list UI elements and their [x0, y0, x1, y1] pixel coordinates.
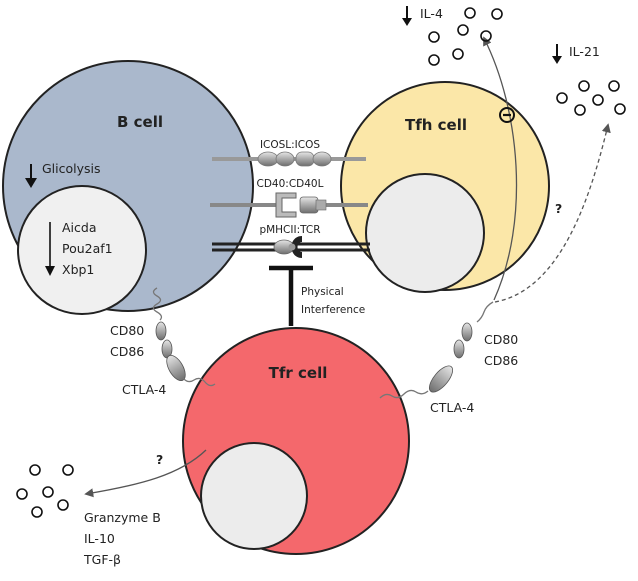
down-arrow-icon	[25, 164, 37, 188]
physical-interference-label: Interference	[301, 304, 365, 316]
inhibit-symbol-icon	[499, 107, 515, 123]
tfr-cell-title: Tfr cell	[269, 364, 328, 382]
il10-label: IL-10	[84, 531, 115, 546]
icosl-icos-receptor-icon	[212, 151, 366, 167]
il4-label: IL-4	[420, 6, 443, 21]
cd86-label: CD86	[110, 344, 144, 359]
tfr-question-mark: ?	[156, 452, 163, 467]
down-arrow-icon	[552, 44, 562, 64]
ctla4-label: CTLA-4	[430, 400, 474, 415]
tfr-cell-nucleus	[200, 442, 308, 550]
pmhcii-tcr-receptor-icon	[212, 236, 370, 258]
b-cell-nucleus	[17, 185, 147, 315]
il21-cytokine-dots	[556, 80, 626, 116]
pmhcii-tcr-label: pMHCII:TCR	[259, 224, 320, 236]
il21-secretion-arrow	[494, 123, 611, 303]
tfr-secretion-arrow	[84, 449, 207, 498]
ctla4-label: CTLA-4	[122, 382, 166, 397]
il21-label: IL-21	[569, 44, 600, 59]
ctla4-receptor-icon	[379, 301, 494, 399]
tfh-cell-title: Tfh cell	[405, 116, 467, 134]
tfh-question-mark: ?	[555, 201, 562, 216]
cd40-cd40l-receptor-icon	[210, 192, 368, 218]
glycolysis-label: Glicolysis	[42, 161, 101, 176]
icosl-icos-label: ICOSL:ICOS	[260, 139, 320, 151]
granzyme-b-label: Granzyme B	[84, 510, 161, 525]
tfh-cell-nucleus	[365, 173, 485, 293]
gene-label: Xbp1	[62, 262, 94, 277]
gene-label: Aicda	[62, 220, 97, 235]
tgfb-label: TGF-β	[83, 552, 121, 567]
cd40-cd40l-label: CD40:CD40L	[257, 178, 324, 190]
cd80-label: CD80	[484, 332, 518, 347]
tfr-cytokine-dots	[16, 464, 74, 518]
inhibition-bar-icon	[269, 265, 313, 326]
b-cell-title: B cell	[117, 113, 163, 131]
cd80-label: CD80	[110, 323, 144, 338]
physical-interference-label: Physical	[301, 286, 344, 298]
ctla4-receptor-icon	[152, 287, 216, 387]
down-arrow-icon	[402, 6, 412, 26]
gene-label: Pou2af1	[62, 241, 113, 256]
down-arrow-icon	[45, 222, 55, 276]
il4-cytokine-dots	[428, 7, 503, 66]
il4-secretion-arrow	[483, 36, 518, 301]
cd86-label: CD86	[484, 353, 518, 368]
